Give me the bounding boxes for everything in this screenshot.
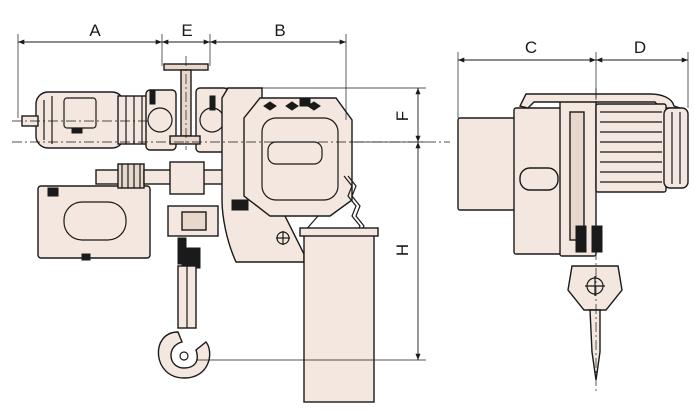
dim-label-c: C — [525, 38, 537, 57]
dim-label-h: H — [393, 244, 412, 256]
dim-label-b: B — [274, 21, 285, 40]
chain-bag — [299, 227, 379, 403]
trolley-motor — [21, 91, 149, 149]
side-view — [457, 93, 689, 381]
side-drum — [595, 103, 689, 193]
hook-block — [157, 205, 219, 379]
dim-label-a: A — [89, 21, 101, 40]
dim-label-f: F — [393, 111, 412, 121]
dimension-lines — [12, 34, 689, 392]
side-hook — [567, 265, 623, 381]
side-frame — [513, 93, 681, 257]
drive-shaft — [95, 161, 241, 195]
front-view — [21, 63, 379, 403]
trolley-frame — [145, 87, 229, 153]
gear-case — [243, 97, 353, 217]
controller-box — [37, 185, 151, 261]
side-motor — [457, 117, 521, 211]
side-chain — [575, 225, 603, 253]
dim-label-d: D — [634, 38, 646, 57]
dimension-labels: A E B C D F H — [89, 21, 646, 256]
dim-label-e: E — [181, 21, 192, 40]
